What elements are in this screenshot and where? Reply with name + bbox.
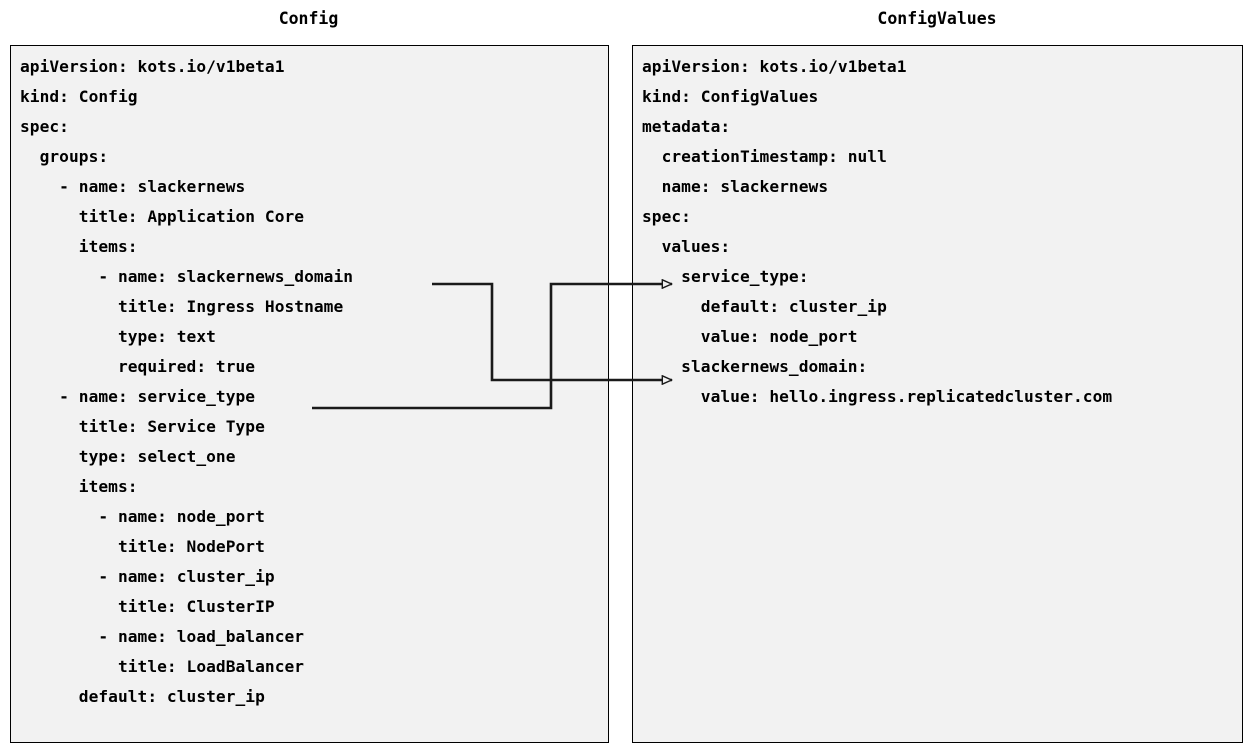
configvalues-yaml-block: apiVersion: kots.io/v1beta1 kind: ConfigV…	[642, 52, 1240, 412]
config-line-14: items:	[20, 477, 138, 496]
configvalues-line-10: slackernews_domain:	[642, 357, 868, 376]
config-line-4: - name: slackernews	[20, 177, 246, 196]
configvalues-line-1: kind: ConfigValues	[642, 87, 819, 106]
config-line-12: title: Service Type	[20, 417, 265, 436]
config-panel: apiVersion: kots.io/v1beta1 kind: Config s…	[10, 45, 609, 743]
config-line-15: - name: node_port	[20, 507, 265, 526]
configvalues-line-5: spec:	[642, 207, 691, 226]
right-panel-title: ConfigValues	[877, 9, 997, 28]
config-line-19: - name: load_balancer	[20, 627, 305, 646]
config-line-18: title: ClusterIP	[20, 597, 275, 616]
left-panel-title: Config	[278, 9, 339, 28]
config-line-16: title: NodePort	[20, 537, 265, 556]
config-line-8: title: Ingress Hostname	[20, 297, 344, 316]
config-line-10: required: true	[20, 357, 256, 376]
config-line-6: items:	[20, 237, 138, 256]
config-line-3: groups:	[20, 147, 109, 166]
configvalues-panel: apiVersion: kots.io/v1beta1 kind: ConfigV…	[632, 45, 1243, 743]
config-line-1: kind: Config	[20, 87, 138, 106]
config-line-11: - name: service_type	[20, 387, 256, 406]
config-line-21: default: cluster_ip	[20, 687, 265, 706]
configvalues-line-6: values:	[642, 237, 731, 256]
config-line-13: type: select_one	[20, 447, 236, 466]
configvalues-line-3: creationTimestamp: null	[642, 147, 887, 166]
config-line-5: title: Application Core	[20, 207, 305, 226]
config-line-0: apiVersion: kots.io/v1beta1	[20, 57, 285, 76]
config-line-20: title: LoadBalancer	[20, 657, 305, 676]
configvalues-line-4: name: slackernews	[642, 177, 829, 196]
config-yaml-block: apiVersion: kots.io/v1beta1 kind: Config s…	[20, 52, 606, 712]
configvalues-line-9: value: node_port	[642, 327, 858, 346]
configvalues-line-11: value: hello.ingress.replicatedcluster.c…	[642, 387, 1113, 406]
configvalues-line-7: service_type:	[642, 267, 809, 286]
configvalues-line-8: default: cluster_ip	[642, 297, 887, 316]
config-line-9: type: text	[20, 327, 216, 346]
config-line-17: - name: cluster_ip	[20, 567, 275, 586]
configvalues-line-0: apiVersion: kots.io/v1beta1	[642, 57, 907, 76]
config-line-7: - name: slackernews_domain	[20, 267, 354, 286]
config-line-2: spec:	[20, 117, 69, 136]
configvalues-line-2: metadata:	[642, 117, 731, 136]
